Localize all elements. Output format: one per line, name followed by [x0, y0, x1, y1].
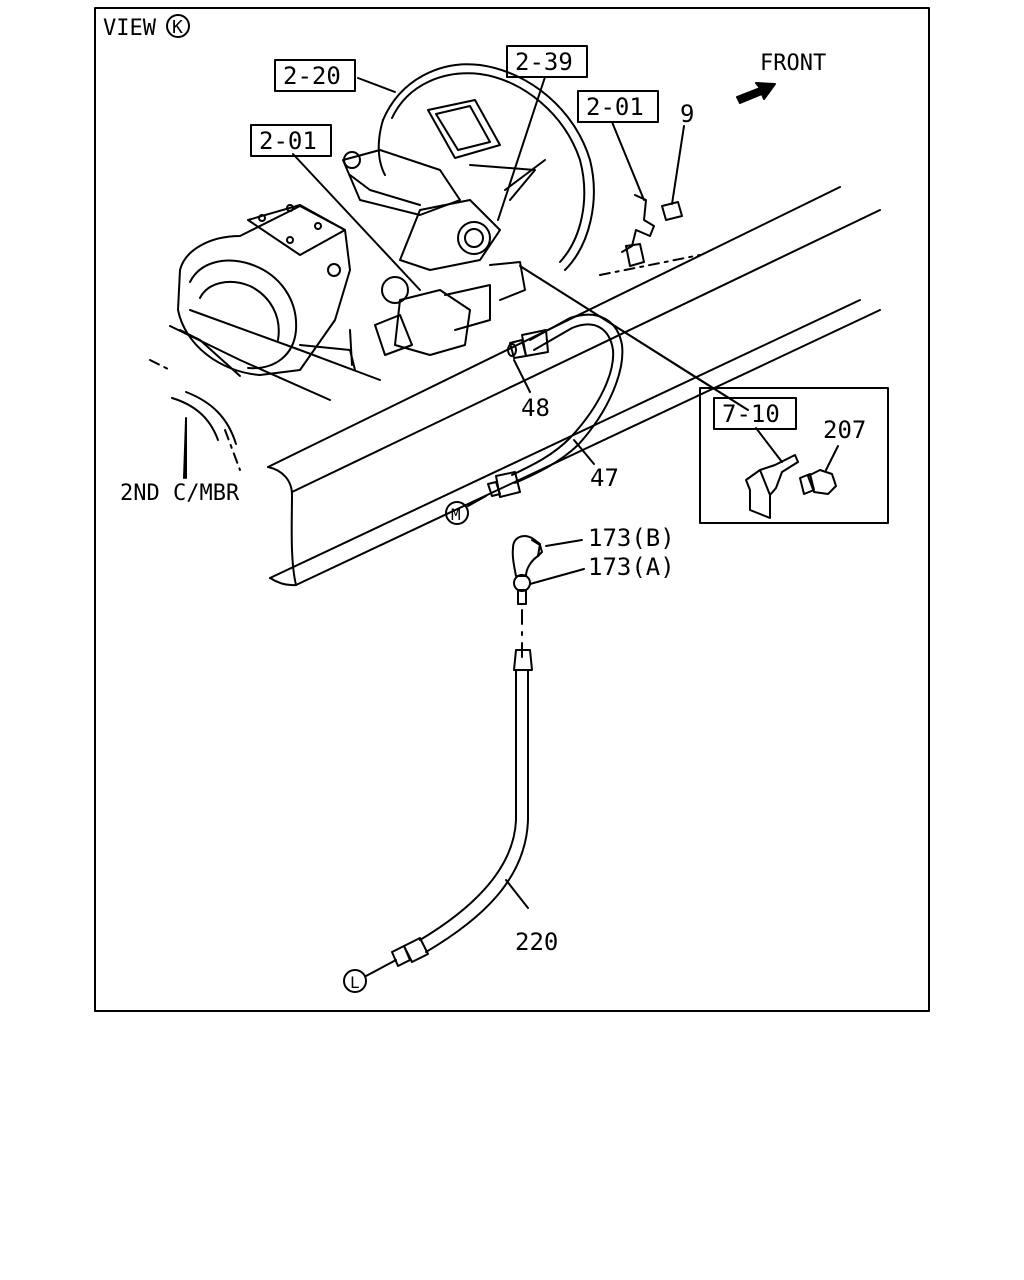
view-letter: K — [172, 17, 183, 38]
ref-2-20: 2-20 — [283, 62, 341, 90]
washer-48 — [507, 343, 517, 357]
bracket-2-01 — [621, 194, 683, 267]
detail-box — [699, 387, 889, 524]
ref-7-10: 7-10 — [722, 400, 780, 428]
leader-lines — [183, 76, 839, 909]
detail-bracket-7-10 — [745, 454, 799, 519]
adapter-fitting-173a — [513, 574, 531, 605]
connector-m-circle — [445, 501, 469, 525]
view-letter-circle — [166, 14, 190, 38]
ref-box-2-39 — [506, 45, 588, 78]
part-220: 220 — [515, 928, 558, 956]
detail-pointer — [519, 265, 749, 411]
chassis-frame-rail — [267, 186, 881, 587]
part-207: 207 — [823, 416, 866, 444]
part-173b: 173(B) — [588, 524, 675, 552]
view-word: VIEW — [103, 16, 157, 41]
ref-2-01-left: 2-01 — [259, 127, 317, 155]
front-arrow-icon — [736, 82, 776, 104]
part-9: 9 — [680, 100, 694, 128]
frame-label-2nd-cmbr: 2ND C/MBR — [120, 481, 240, 506]
connector-l-circle — [343, 969, 367, 993]
ref-box-2-01-right — [577, 90, 659, 123]
part-47: 47 — [590, 464, 619, 492]
connector-l-label: L — [350, 973, 360, 992]
diagram-frame — [94, 7, 930, 1012]
ref-box-7-10 — [713, 397, 797, 430]
part-48: 48 — [521, 394, 550, 422]
transmission-assembly — [177, 63, 595, 377]
front-label: FRONT — [760, 51, 826, 76]
bolt-207 — [799, 469, 837, 495]
ref-box-2-20 — [274, 59, 356, 92]
elbow-fitting-173b — [511, 535, 543, 577]
ref-2-01-right: 2-01 — [586, 93, 644, 121]
connector-m-label: M — [451, 505, 461, 524]
ref-2-39: 2-39 — [515, 48, 573, 76]
part-173a: 173(A) — [588, 553, 675, 581]
hose-220 — [391, 649, 533, 967]
ref-box-2-01-left — [250, 124, 332, 157]
